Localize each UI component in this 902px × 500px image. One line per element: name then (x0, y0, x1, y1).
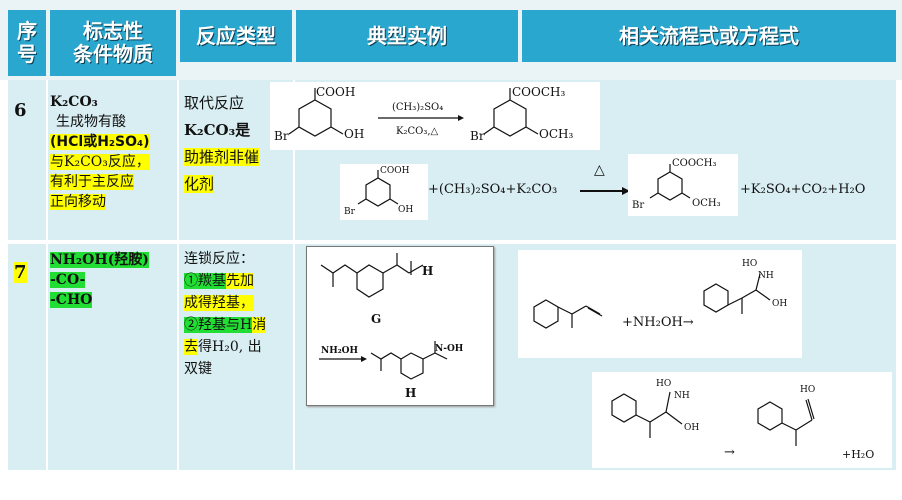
adduct-ho: HO (742, 259, 757, 269)
row-divider (8, 240, 896, 244)
header-equation: 相关流程式或方程式 (522, 10, 896, 62)
header-condition-line1: 标志性 (83, 19, 143, 43)
header-number-line1: 序 (17, 19, 37, 43)
reactant-benzene (288, 88, 344, 137)
step2-nh: NH (674, 391, 690, 401)
row-6-example-image: COOH OH Br (CH₃)₂SO₄ K₂CO₃,△ COOCH₃ OCH₃… (270, 82, 600, 150)
equation-product-svg: COOCH₃ OCH₃ Br (632, 158, 721, 211)
type-step2b: 消 (252, 317, 267, 333)
reactant-oh: OH (344, 127, 364, 141)
condition-aldehyde: -CHO (50, 292, 93, 308)
row-6-type: 取代反应 K₂CO₃是 助推剂非催 化剂 (184, 90, 292, 198)
col-divider (46, 80, 48, 470)
type-step2a: ②羟基与H (184, 317, 253, 333)
phenylpropanal-structure (533, 299, 603, 329)
condition-carbonyl: -CO- (50, 272, 86, 288)
adduct-oh: OH (772, 299, 787, 309)
equation-product-image: COOCH₃ OCH₃ Br (628, 154, 738, 216)
row-6-number: 6 (14, 100, 27, 121)
equation-product-och3: OCH₃ (692, 198, 721, 209)
row-7-number: 7 (14, 262, 27, 283)
type-not-catalyst: 化剂 (184, 175, 215, 193)
reactant-br: Br (274, 129, 289, 143)
type-step1b: 先加 (226, 273, 254, 289)
row-7-condition: NH₂OH(羟胺) -CO- -CHO (50, 250, 176, 310)
col-divider (177, 80, 179, 470)
step2-water: +H₂O (842, 448, 874, 461)
equation-reactant-svg: COOH OH Br (344, 166, 413, 217)
reactant-cooh: COOH (316, 85, 355, 99)
equation-step2-image: HO NH OH → HO +H₂O (592, 372, 892, 468)
reagent-nh2oh: NH₂OH (321, 346, 359, 356)
type-k2co3: K₂CO₃是 (184, 121, 251, 139)
equation-reactant-br: Br (344, 207, 356, 217)
adduct-nh: NH (758, 271, 774, 281)
header-condition-line2: 条件物质 (73, 42, 153, 66)
product-benzene (483, 88, 539, 137)
equation-arrow (580, 187, 630, 195)
type-step1a: ①羰基 (184, 273, 226, 289)
header-type: 反应类型 (180, 10, 292, 62)
equation-reagents: +(CH₃)₂SO₄+K₂CO₃ (428, 182, 558, 197)
oxime-product-structure (757, 398, 815, 446)
type-step1c: 成得羟基， (184, 295, 254, 311)
compound-g-structure (320, 253, 424, 298)
step1-reagent: +NH₂OH→ (622, 315, 694, 330)
condition-acid-formula: (HCl或H₂SO₄) (50, 134, 150, 150)
reaction-scheme-svg: COOH OH Br (CH₃)₂SO₄ K₂CO₃,△ COOCH₃ OCH₃… (274, 85, 573, 143)
col-divider (293, 80, 295, 470)
equation-reactant-image: COOH OH Br (340, 164, 428, 220)
step2-oh: OH (684, 423, 699, 433)
row-6-condition: K₂CO₃ 生成物有酸 (HCl或H₂SO₄) 与K₂CO₃反应， 有利于主反应… (50, 92, 178, 212)
type-step2d: 得H₂0, 出 (198, 339, 262, 355)
row-7-example-image: H G NH₂OH N-OH H (306, 246, 494, 406)
type-substitution: 取代反应 (184, 94, 245, 112)
type-double-bond: 双键 (184, 361, 212, 377)
condition-acid-product: 生成物有酸 (56, 114, 126, 130)
condition-favor: 有利于主反应 (50, 174, 134, 190)
condition-k2co3: K₂CO₃ (50, 94, 98, 110)
condition-hydroxylamine: NH₂OH(羟胺) (50, 252, 149, 268)
equation-products: +K₂SO₄+CO₂+H₂O (740, 182, 866, 197)
step2-adduct-structure (611, 391, 683, 438)
equation-product-br: Br (632, 200, 644, 211)
header-example: 典型实例 (296, 10, 518, 62)
compound-h-structure (370, 341, 448, 380)
oxime-ho: HO (800, 385, 815, 395)
header-number: 序 号 (8, 10, 46, 76)
step2-arrow: → (724, 445, 735, 460)
label-h: H (405, 386, 416, 400)
oxime-group: N-OH (435, 344, 464, 354)
adduct-structure (703, 273, 771, 314)
aldehyde-h: H (422, 264, 433, 278)
type-step2c: 去 (184, 339, 198, 355)
equation-reactant-cooh: COOH (380, 166, 410, 176)
product-br: Br (470, 129, 485, 143)
equation-step1-svg: +NH₂OH→ HO NH OH (533, 259, 787, 330)
type-chain: 连锁反应： (184, 251, 254, 267)
equation-product-cooch3: COOCH₃ (672, 158, 716, 169)
step2-ho: HO (656, 379, 671, 389)
type-promoter: 助推剂非催 (184, 148, 260, 166)
header-condition: 标志性 条件物质 (50, 10, 176, 76)
header-number-line2: 号 (17, 42, 37, 66)
reaction-arrowhead (458, 115, 464, 121)
condition-react: 与K₂CO₃反应， (50, 154, 150, 170)
label-g: G (371, 312, 381, 326)
ibuprofen-scheme-svg: H G NH₂OH N-OH H (319, 253, 464, 400)
arrow-condition: K₂CO₃,△ (396, 126, 439, 137)
row-7-type: 连锁反应： ①羰基先加 成得羟基， ②羟基与H消 去得H₂0, 出 双键 (184, 248, 294, 380)
equation-heat: △ (594, 162, 605, 178)
product-och3: OCH₃ (539, 127, 573, 141)
equation-step1-image: +NH₂OH→ HO NH OH (518, 250, 802, 358)
equation-step2-svg: HO NH OH → HO +H₂O (611, 379, 874, 461)
product-cooch3: COOCH₃ (512, 85, 566, 99)
condition-shift: 正向移动 (50, 194, 106, 210)
equation-reactant-oh: OH (398, 205, 413, 215)
arrow-reagent: (CH₃)₂SO₄ (392, 102, 443, 113)
